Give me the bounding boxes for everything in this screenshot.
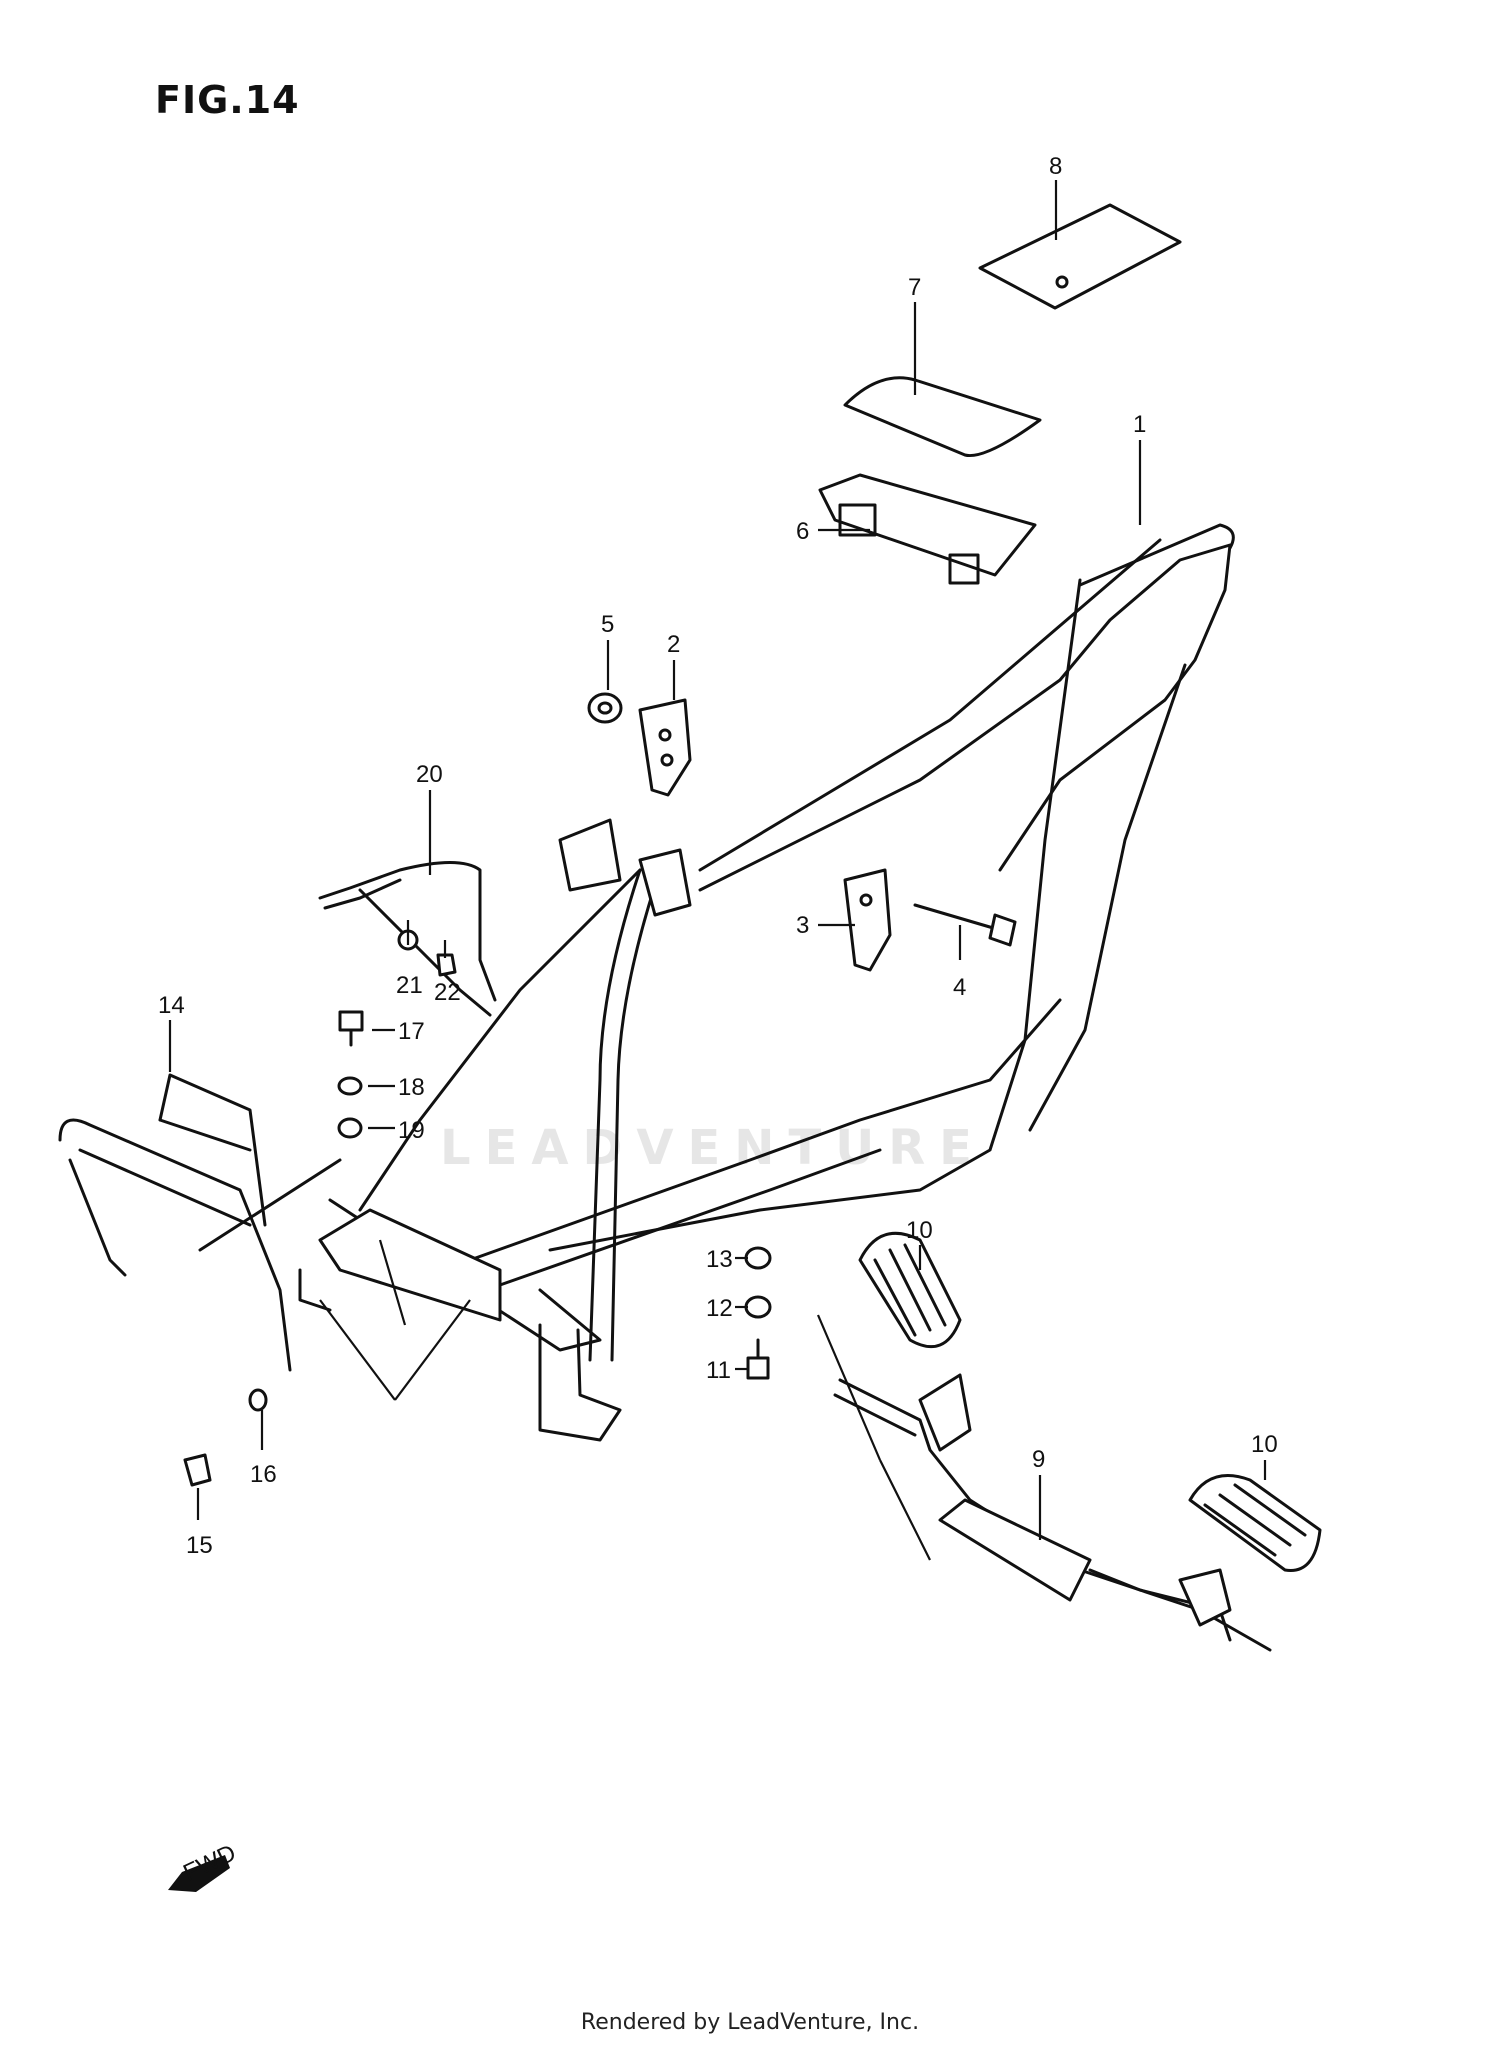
part-20-bracket (318, 861, 497, 1017)
part-1-frame (298, 523, 1235, 1442)
callout-22: 22 (434, 979, 461, 1006)
callout-10a: 10 (906, 1217, 933, 1244)
part-3-plate (843, 868, 892, 972)
part-22-nut (436, 953, 457, 977)
callout-3: 3 (796, 912, 809, 939)
callout-18: 18 (398, 1074, 425, 1101)
part-10-grip-upper (858, 1231, 962, 1349)
part-6-bracket (818, 473, 1037, 585)
watermark: LEADVENTURE (440, 1120, 986, 1176)
callout-5: 5 (601, 611, 614, 638)
part-13-nut (744, 1246, 772, 1270)
part-18-washer (337, 1076, 363, 1096)
callout-19: 19 (398, 1117, 425, 1144)
callout-labels: 1 2 3 4 5 6 7 8 9 10 10 11 12 13 14 15 1… (158, 153, 1278, 1887)
fwd-arrow-icon (168, 1855, 230, 1892)
figure-title: FIG.14 (155, 78, 300, 122)
callout-10b: 10 (1251, 1431, 1278, 1458)
callout-14: 14 (158, 992, 185, 1019)
part-17-bolt (338, 1010, 364, 1047)
part-16-clip (248, 1388, 268, 1412)
callout-11: 11 (706, 1357, 731, 1384)
part-14-guard (58, 1073, 342, 1372)
callout-2: 2 (667, 631, 680, 658)
part-15-bolt (183, 1453, 212, 1487)
callout-6: 6 (796, 518, 809, 545)
part-10-grip-lower (1188, 1474, 1322, 1572)
callout-15: 15 (186, 1532, 213, 1559)
leader-lines (168, 180, 1267, 1561)
callout-20: 20 (416, 761, 443, 788)
part-2-plate (638, 698, 692, 797)
callout-9: 9 (1032, 1446, 1045, 1473)
part-19-nut (337, 1117, 363, 1139)
callout-21: 21 (396, 972, 423, 999)
part-4-bolt (913, 903, 1017, 947)
callout-7: 7 (908, 274, 921, 301)
part-11-bolt (746, 1338, 770, 1380)
callout-13: 13 (706, 1246, 733, 1273)
part-9-footpeg (833, 1373, 1272, 1652)
callout-8: 8 (1049, 153, 1062, 180)
callout-17: 17 (398, 1018, 425, 1045)
part-7-pad (843, 376, 1042, 458)
callout-16: 16 (250, 1461, 277, 1488)
callout-4: 4 (953, 974, 966, 1001)
callout-12: 12 (706, 1295, 733, 1322)
footer-credit: Rendered by LeadVenture, Inc. (580, 2010, 920, 2035)
part-5-nut (587, 692, 623, 724)
part-12-nut (744, 1295, 772, 1319)
callout-1: 1 (1133, 411, 1146, 438)
part-8-cover (978, 203, 1182, 310)
